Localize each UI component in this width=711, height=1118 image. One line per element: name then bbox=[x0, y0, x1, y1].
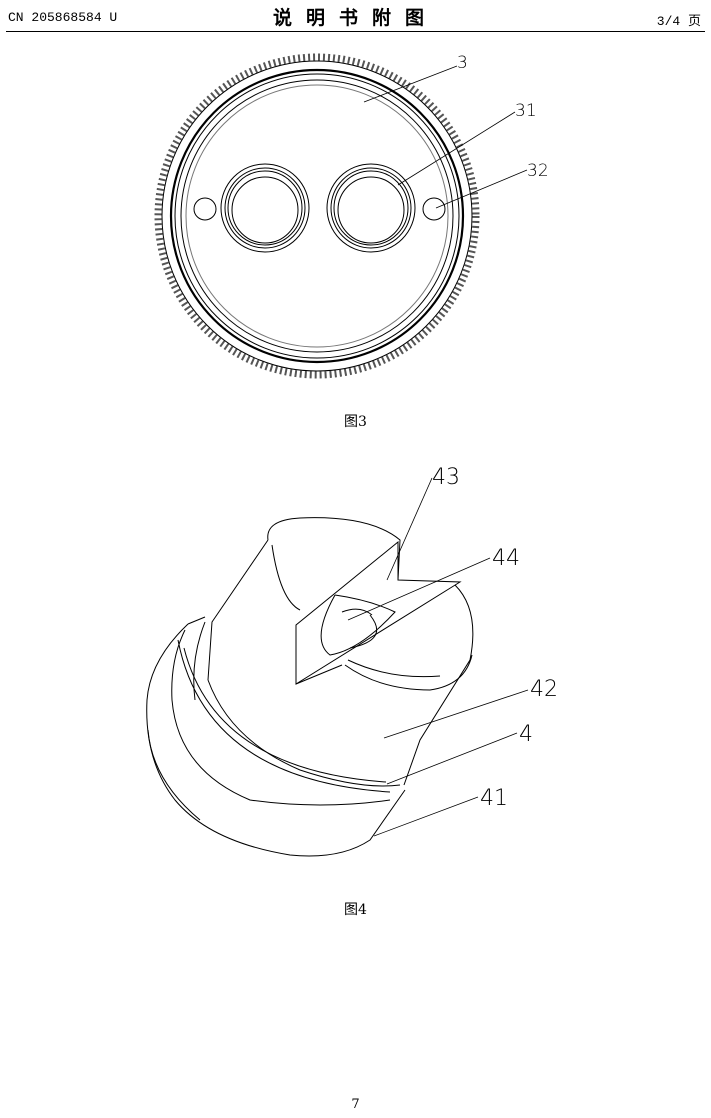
label-43: 43 bbox=[432, 465, 460, 490]
right-pin-hole bbox=[422, 197, 446, 221]
label-4: 4 bbox=[519, 722, 533, 747]
gear-face-edge-inner bbox=[185, 84, 449, 348]
document-title: 说明书附图 bbox=[272, 7, 438, 29]
gear-face-edge bbox=[180, 79, 454, 353]
page-number: 7 bbox=[351, 1097, 360, 1112]
publication-number: CN 205868584 U bbox=[8, 10, 118, 25]
gear-outer-rim bbox=[161, 60, 473, 372]
v-slot bbox=[295, 540, 462, 685]
figure-4-drawing: 43 44 42 4 41 bbox=[146, 465, 558, 857]
figure-4-caption: 图4 bbox=[344, 902, 367, 918]
left-port bbox=[220, 163, 310, 253]
page-header: CN 205868584 U 说明书附图 3/4 页 bbox=[0, 0, 711, 34]
label-31: 31 bbox=[515, 101, 537, 121]
body-cylinder bbox=[146, 616, 406, 857]
figure-3-drawing: 3 31 32 bbox=[154, 53, 549, 379]
left-pin-hole bbox=[193, 197, 217, 221]
leader-lines bbox=[363, 65, 528, 209]
gear-teeth bbox=[154, 53, 480, 379]
right-port bbox=[326, 163, 416, 253]
header-rule bbox=[6, 31, 705, 32]
label-3: 3 bbox=[457, 53, 468, 73]
gear-rim-ring bbox=[169, 68, 465, 364]
stem-and-head bbox=[207, 517, 474, 787]
gear-rim-inner bbox=[174, 73, 460, 359]
figure-3-caption: 图3 bbox=[344, 414, 367, 430]
label-32: 32 bbox=[527, 161, 549, 181]
label-44: 44 bbox=[492, 546, 520, 571]
label-42: 42 bbox=[530, 677, 558, 702]
page-indicator: 3/4 页 bbox=[656, 14, 701, 29]
label-41: 41 bbox=[480, 786, 508, 811]
leader-lines-4 bbox=[347, 477, 529, 837]
